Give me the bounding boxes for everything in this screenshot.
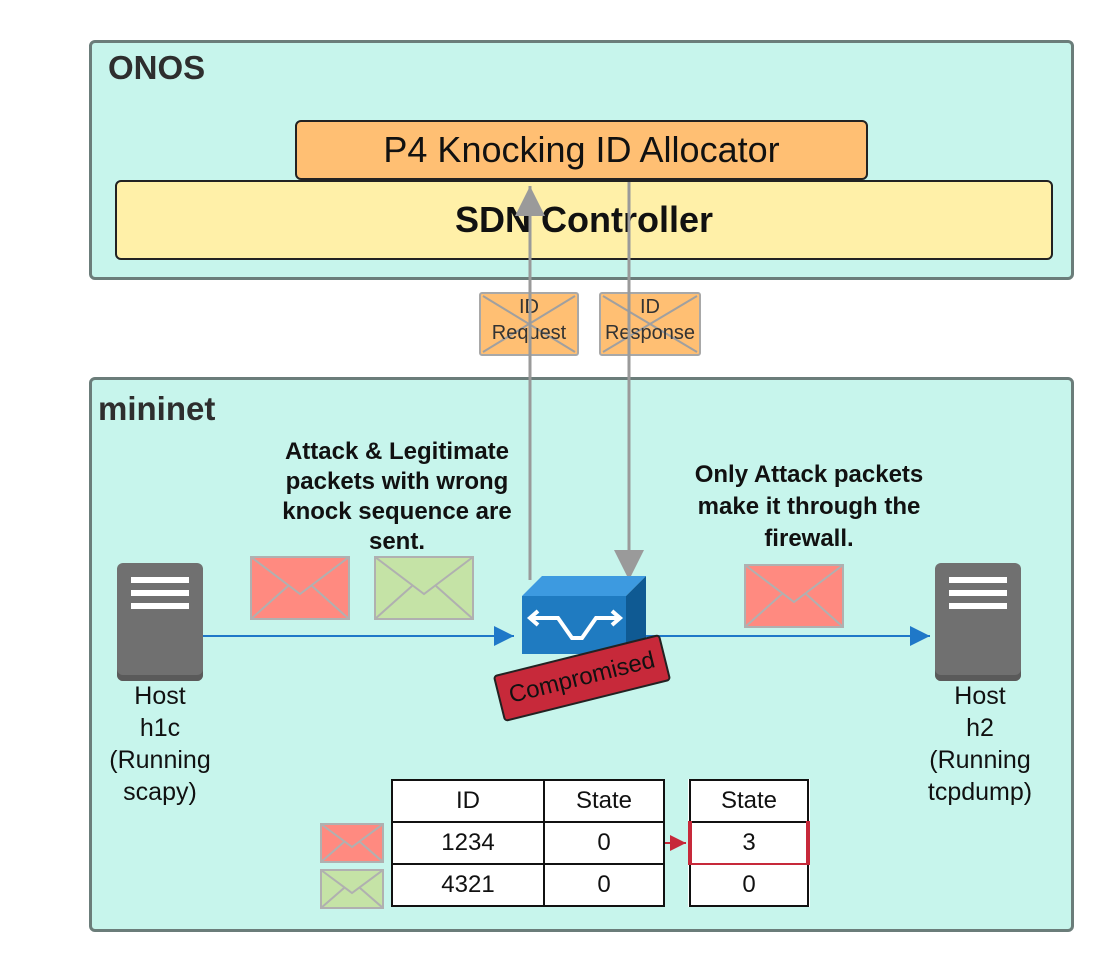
host-h1c-line: h1c <box>139 714 181 742</box>
host-h2-line: tcpdump) <box>927 778 1033 806</box>
allocator-label: P4 Knocking ID Allocator <box>383 129 780 170</box>
table-cell: 0 <box>689 863 809 907</box>
attack-envelope-icon <box>320 823 384 863</box>
sdn-controller-label: SDN Controller <box>454 199 713 240</box>
note-left: Attack & Legitimate packets with wrong k… <box>262 437 532 557</box>
id-response-message: ID Response <box>599 292 701 356</box>
host-h1c-line: (Running <box>109 746 211 774</box>
table-cell: 0 <box>543 821 665 865</box>
legitimate-envelope-icon <box>320 869 384 909</box>
table-row: 4321 0 <box>391 863 665 907</box>
note-left-line: Attack & Legitimate <box>284 438 510 465</box>
sdn-controller-box: SDN Controller <box>115 180 1053 260</box>
note-right: Only Attack packets make it through the … <box>664 459 954 555</box>
host-h2-label: Host h2 (Running tcpdump) <box>905 680 1055 808</box>
host-h1c-line: scapy) <box>123 778 197 806</box>
id-state-table: ID State 1234 0 4321 0 <box>391 779 665 907</box>
table-cell-highlighted: 3 <box>688 821 810 865</box>
envelope-icon <box>602 295 698 353</box>
host-h1c-label: Host h1c (Running scapy) <box>90 680 230 808</box>
host-h2-line: Host <box>954 682 1006 710</box>
table-row: 1234 0 <box>391 821 665 865</box>
table-cell: 1234 <box>391 821 545 865</box>
note-left-line: packets with wrong <box>285 468 509 495</box>
server-icon-h1c <box>117 563 203 681</box>
host-h2-line: (Running <box>929 746 1031 774</box>
updated-state-table: State 3 0 <box>688 779 810 907</box>
allocator-box: P4 Knocking ID Allocator <box>295 120 868 180</box>
note-right-line: Only Attack packets <box>694 461 924 488</box>
id-response-line2: Response <box>604 322 696 344</box>
table-header: ID <box>391 779 545 823</box>
mininet-title: mininet <box>98 390 216 427</box>
switch-icon <box>522 576 646 654</box>
note-left-line: knock sequence are <box>282 498 512 525</box>
table-header-row: State <box>689 779 809 823</box>
attack-envelope-icon <box>250 556 350 620</box>
onos-title: ONOS <box>108 49 206 86</box>
legitimate-envelope-icon <box>374 556 474 620</box>
table-cell: 0 <box>543 863 665 907</box>
table-row: 0 <box>689 863 809 907</box>
attack-envelope-icon <box>744 564 844 628</box>
table-row: 3 <box>688 821 810 865</box>
table-cell: 4321 <box>391 863 545 907</box>
host-h2-line: h2 <box>966 714 994 742</box>
note-right-line: firewall. <box>764 525 854 552</box>
table-header: State <box>689 779 809 823</box>
note-left-line: sent. <box>368 528 425 555</box>
host-h1c-line: Host <box>134 682 186 710</box>
note-right-line: make it through the <box>697 493 921 520</box>
server-icon-h2 <box>935 563 1021 681</box>
id-response-line1: ID <box>640 296 660 318</box>
table-header-row: ID State <box>391 779 665 823</box>
table-header: State <box>543 779 665 823</box>
